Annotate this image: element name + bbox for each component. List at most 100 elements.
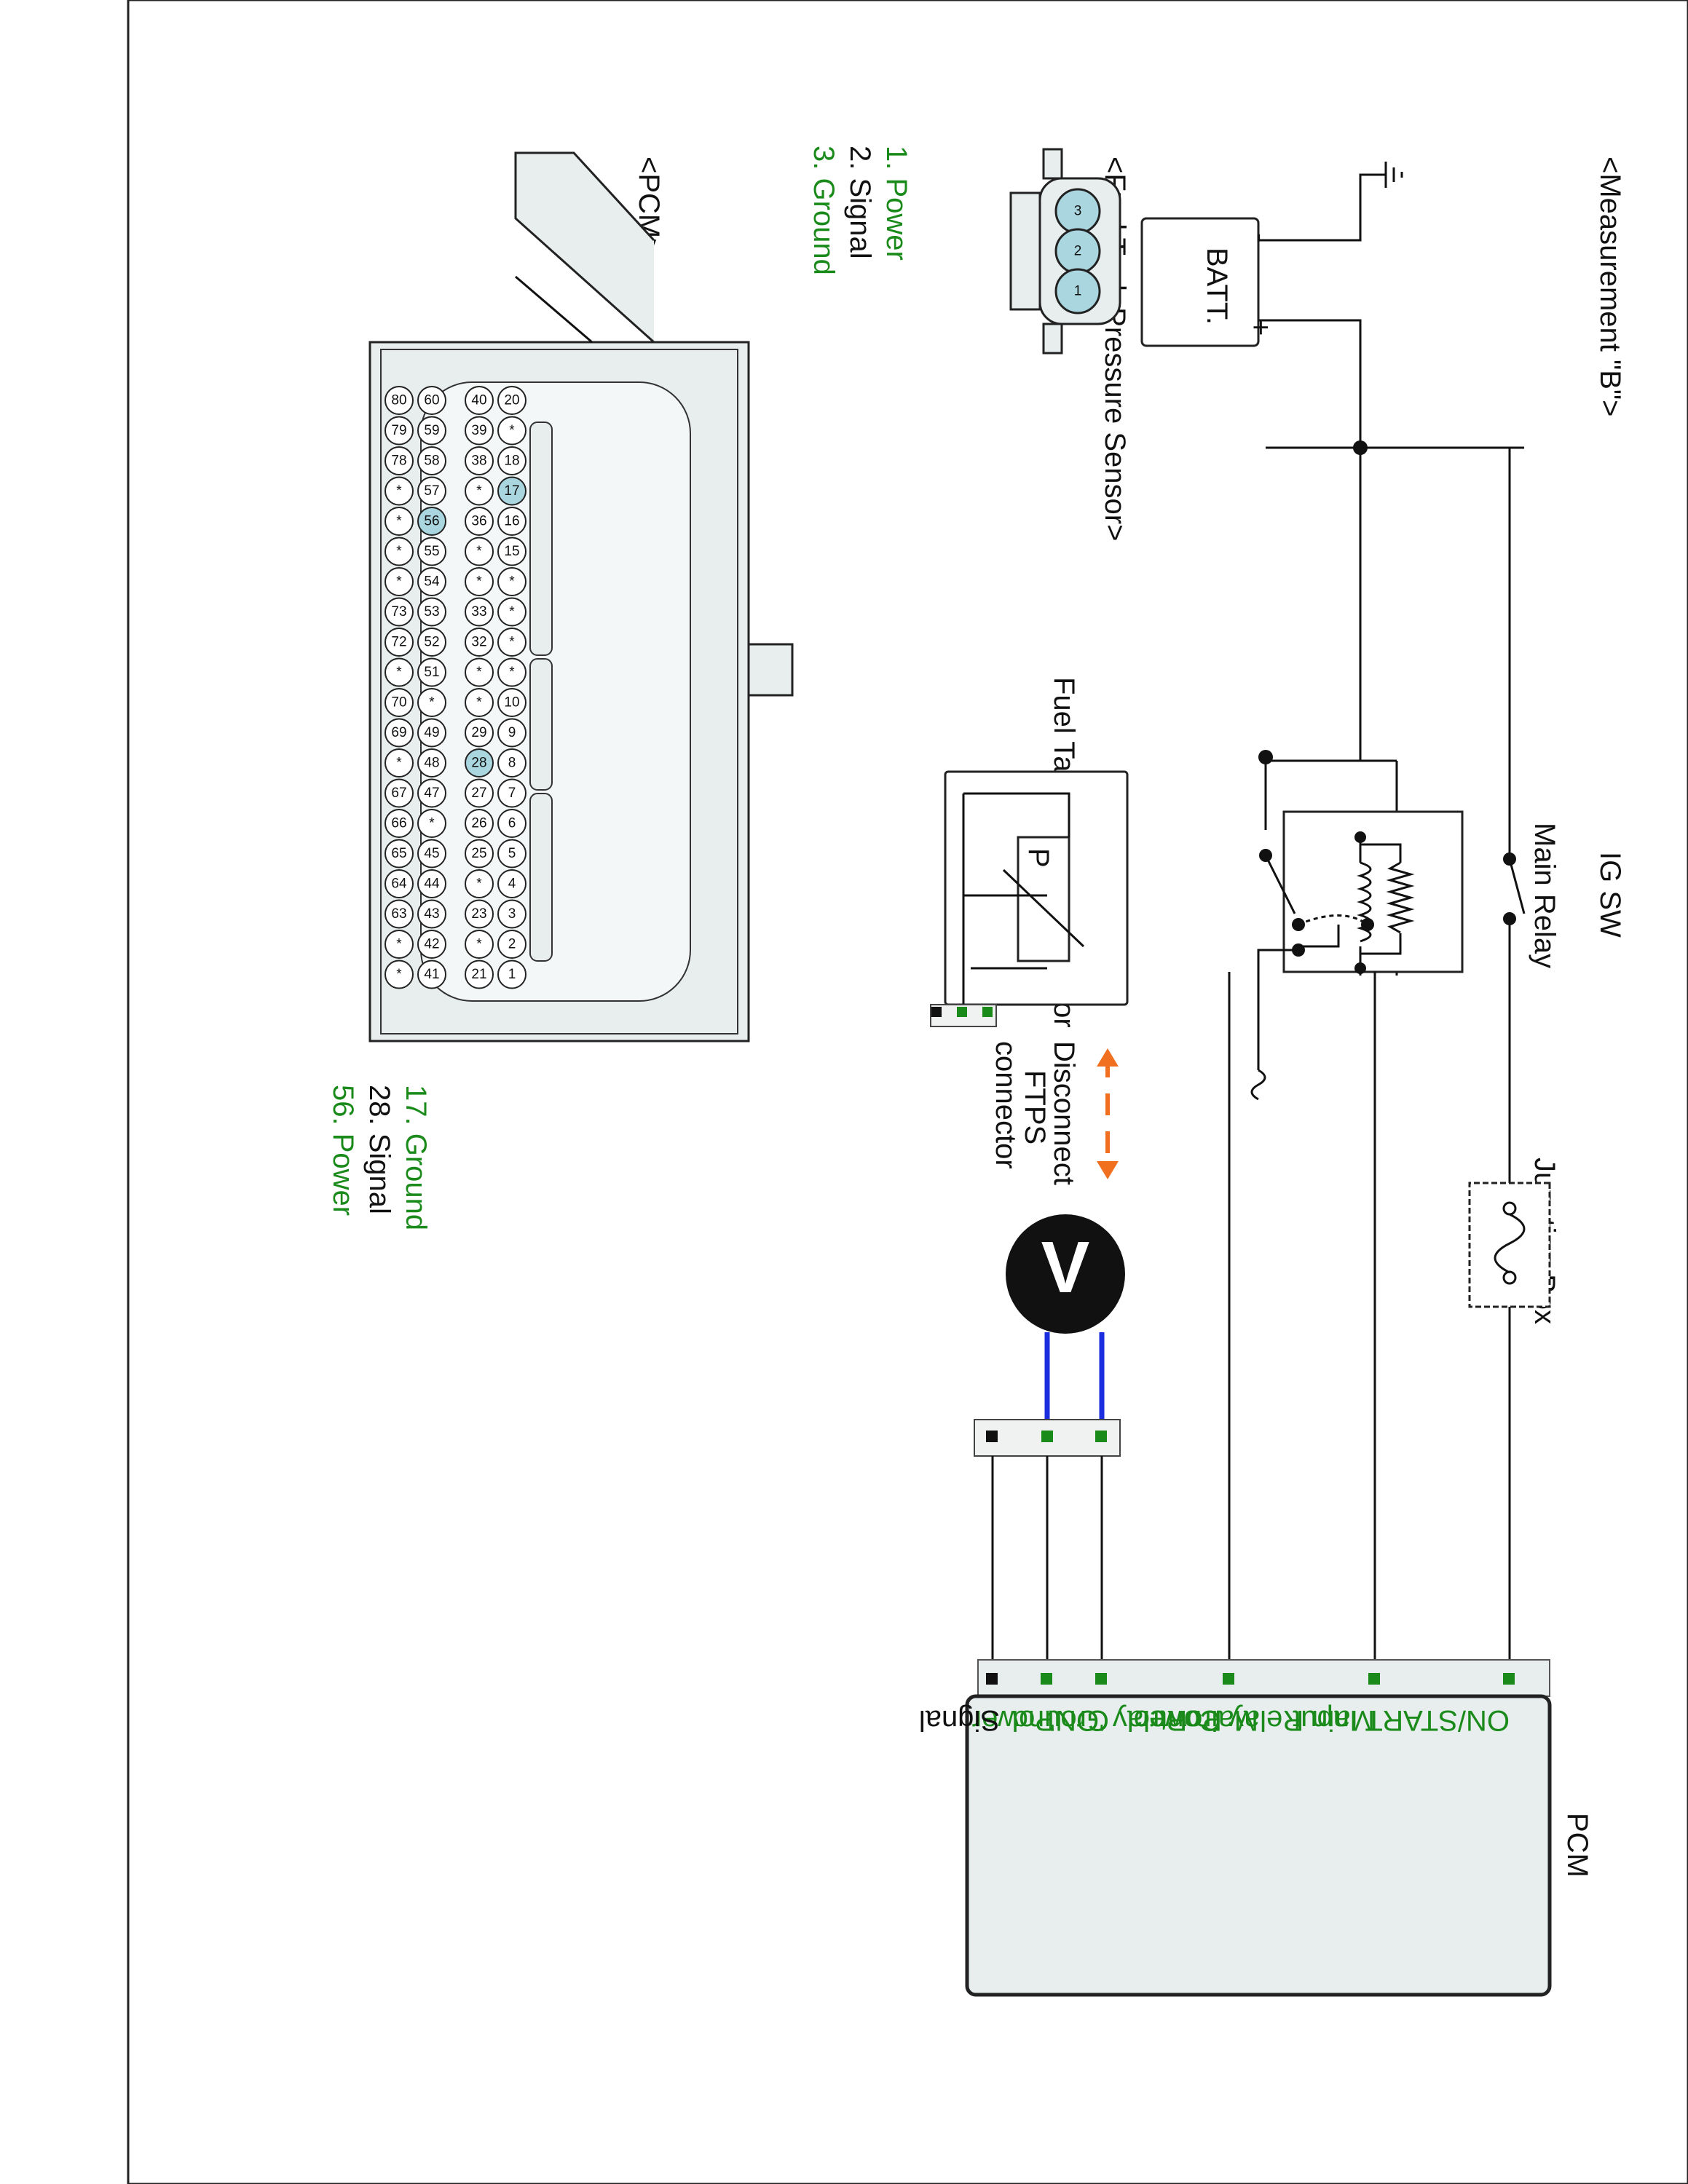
pcm-pin-label: *	[476, 695, 482, 711]
pcm-pin-label: 45	[424, 846, 439, 861]
pcm-pin	[417, 748, 446, 778]
pcm-pin	[465, 597, 494, 627]
pcm-pin	[497, 839, 526, 869]
pcm-pin-label: 57	[424, 483, 439, 499]
pcm-pin-label: 78	[391, 454, 406, 469]
pcm-pin-label: 26	[471, 816, 486, 831]
ftps-pin-2: 2	[1074, 244, 1082, 259]
pcm-pin	[497, 597, 526, 627]
pcm-pin	[384, 657, 414, 687]
pcm-pin	[384, 930, 414, 959]
pcm-pin	[497, 748, 526, 778]
pcm-pin-label: 32	[471, 635, 486, 650]
pcm-pin	[497, 809, 526, 838]
pcm-legend-2: 28. Signal	[363, 1085, 395, 1214]
pcm-pin	[497, 930, 526, 959]
voltmeter: V	[1006, 1214, 1125, 1434]
pcm-pin	[417, 718, 446, 748]
pcm-pin	[465, 537, 494, 566]
pcm-pin	[465, 718, 494, 748]
ig-switch: IG SW	[1499, 852, 1626, 938]
pcm-pin-label: *	[429, 695, 435, 711]
pcm-pin-label: *	[396, 483, 402, 499]
pcm-pin-label: *	[396, 967, 402, 982]
pcm-pin-label: 27	[471, 786, 486, 801]
pcm-pin-label: 55	[424, 544, 439, 559]
pcm-pin-label: 65	[391, 846, 406, 861]
pcm-pin-label: *	[396, 574, 402, 590]
pcm-pin	[465, 960, 494, 989]
pcm-module: PCM ON/START Input Main Relay Control Ma…	[919, 1659, 1593, 1997]
pcm-pin	[465, 688, 494, 717]
junction-box: Junction Box	[1468, 1158, 1561, 1324]
battery-plus: +	[1245, 319, 1277, 336]
pcm-pin-label: 70	[391, 695, 406, 711]
pcm-terminal-relay-control: Main Relay Control	[1127, 1704, 1375, 1736]
disconnect-line-1: Disconnect	[1048, 1041, 1080, 1185]
ftps-symbol: P	[1022, 848, 1054, 868]
pcm-pin-label: 47	[424, 786, 439, 801]
pcm-pin-label: *	[396, 756, 402, 771]
pcm-pin	[497, 657, 526, 687]
pcm-pin-label: 20	[504, 393, 519, 408]
pcm-pin	[497, 446, 526, 475]
pcm-pin-label: 18	[504, 454, 519, 469]
pcm-pin-label: 60	[424, 393, 439, 408]
pcm-pin-label: 15	[504, 544, 519, 559]
pcm-pin	[497, 507, 526, 536]
pcm-pin-label: *	[429, 816, 435, 831]
pcm-pin-label: *	[396, 514, 402, 529]
pcm-pin	[465, 628, 494, 657]
pcm-pin-label: *	[509, 574, 515, 590]
pcm-pin	[417, 386, 446, 415]
pcm-pin	[417, 809, 446, 838]
pcm-connector-view: <PCM> 20*18171615****10987654321403938*3…	[327, 151, 794, 1230]
pcm-pin	[465, 778, 494, 808]
pcm-pin	[384, 718, 414, 748]
pcm-pin-label: 36	[471, 514, 486, 529]
pcm-pin	[497, 960, 526, 989]
pcm-pin	[497, 628, 526, 657]
pcm-pin-label: 9	[508, 725, 516, 740]
pcm-pin	[384, 537, 414, 566]
pcm-pin	[417, 446, 446, 475]
pcm-pin	[465, 809, 494, 838]
pcm-legend-3: 56. Power	[327, 1085, 359, 1216]
pcm-pin	[417, 507, 446, 536]
pcm-pin-label: 7	[508, 786, 516, 801]
pcm-pin	[465, 386, 494, 415]
pcm-pin	[384, 809, 414, 838]
pcm-pin-label: *	[476, 544, 482, 559]
pcm-terminal-relay-on: Main Relay 'ON'	[1050, 1704, 1258, 1736]
pcm-legend-1: 17. Ground	[400, 1085, 432, 1230]
pcm-terminal-on-start: ON/START Input	[1293, 1704, 1510, 1736]
disconnect-line-2: FTPS	[1019, 1070, 1051, 1144]
pcm-pin-label: 21	[471, 967, 486, 982]
pcm-pin-label: 48	[424, 756, 439, 771]
pcm-pin-label: *	[509, 604, 515, 620]
ftps-component: Fuel Tank Pressure Sensor P	[930, 677, 1129, 1028]
pcm-pin-label: 4	[508, 877, 516, 892]
pcm-pin	[384, 748, 414, 778]
pcm-pin-label: 39	[471, 423, 486, 438]
pcm-pin	[384, 960, 414, 989]
pcm-pin-label: *	[396, 665, 402, 680]
pcm-pin	[417, 869, 446, 898]
pcm-pin-label: *	[476, 665, 482, 680]
pcm-pin	[384, 628, 414, 657]
pcm-pin	[384, 869, 414, 898]
disconnect-indicator: Disconnect FTPS connector	[990, 1041, 1119, 1185]
pcm-pin-grid: 20*18171615****10987654321403938*36**333…	[384, 386, 526, 989]
pcm-pin-label: 53	[424, 604, 439, 620]
pcm-pin-label: 17	[504, 483, 519, 499]
ftps-pin-3: 3	[1074, 204, 1082, 219]
pcm-pin	[497, 567, 526, 596]
pcm-pin	[497, 778, 526, 808]
pcm-pin-label: *	[476, 937, 482, 952]
pcm-pin-label: 10	[504, 695, 519, 711]
pcm-pin-label: 64	[391, 877, 407, 892]
pcm-pin-label: 1	[508, 967, 516, 982]
